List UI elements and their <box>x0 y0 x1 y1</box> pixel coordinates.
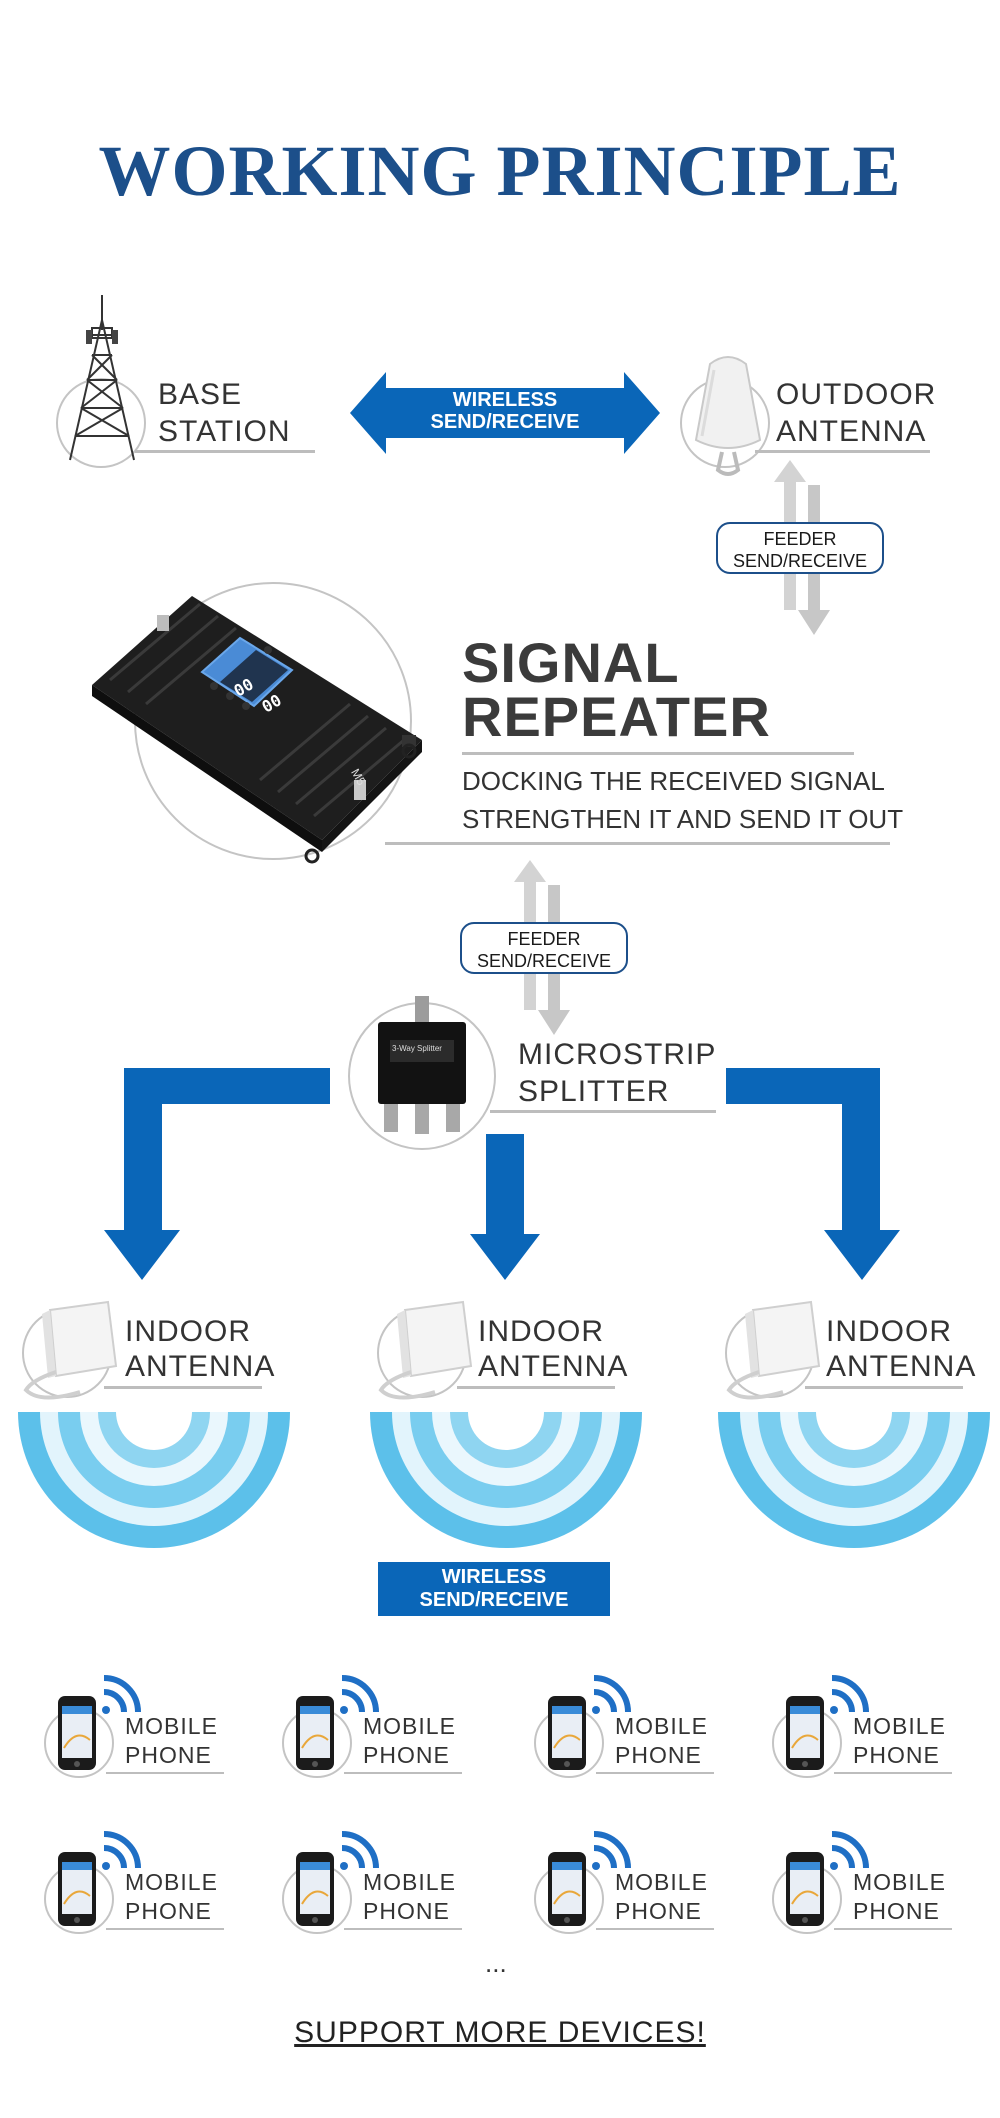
phone-underline-1 <box>106 1772 224 1774</box>
signal-wave-3 <box>718 1412 990 1548</box>
splitter-device-label: 3-Way Splitter <box>392 1044 442 1053</box>
splitter-underline <box>490 1110 716 1113</box>
outdoor-antenna-underline <box>755 450 930 453</box>
wireless-double-arrow <box>350 372 660 454</box>
indoor-antenna-underline-3 <box>805 1386 963 1389</box>
mobile-phone-icon <box>786 1675 869 1770</box>
mobile-phone-icon <box>58 1831 141 1926</box>
outdoor-antenna-icon <box>694 356 762 476</box>
repeater-desc-underline <box>385 842 890 845</box>
signal-wave-1 <box>18 1412 290 1548</box>
center-distribution-arrow <box>470 1134 540 1280</box>
mobile-phone-icon <box>296 1831 379 1926</box>
repeater-title-underline <box>462 752 854 755</box>
indoor-antenna-underline-2 <box>457 1386 615 1389</box>
left-distribution-arrow <box>104 1068 330 1280</box>
phone-underline-6 <box>344 1928 462 1930</box>
phone-underline-7 <box>596 1928 714 1930</box>
indoor-antenna-icon <box>726 1300 821 1400</box>
more-ellipsis: ... <box>485 1948 507 1978</box>
indoor-antenna-icon <box>378 1300 473 1400</box>
right-distribution-arrow <box>726 1068 900 1280</box>
phone-underline-2 <box>344 1772 462 1774</box>
splitter-device-icon <box>378 996 466 1134</box>
signal-wave-2 <box>370 1412 642 1548</box>
phone-underline-4 <box>834 1772 952 1774</box>
phone-underline-3 <box>596 1772 714 1774</box>
mobile-phone-icon <box>296 1675 379 1770</box>
support-more-devices-text: SUPPORT MORE DEVICES! <box>294 2016 706 2049</box>
signal-repeater-device-icon <box>92 596 422 864</box>
indoor-antenna-underline-1 <box>104 1386 262 1389</box>
cell-tower-icon <box>69 295 135 461</box>
mobile-phone-icon <box>548 1675 631 1770</box>
mobile-phone-icon <box>58 1675 141 1770</box>
base-station-underline <box>135 450 315 453</box>
page-title: WORKING PRINCIPLE <box>98 131 902 211</box>
phone-underline-8 <box>834 1928 952 1930</box>
mobile-phone-icon <box>548 1831 631 1926</box>
mobile-phone-icon <box>786 1831 869 1926</box>
phone-underline-5 <box>106 1928 224 1930</box>
indoor-antenna-icon <box>23 1300 118 1400</box>
